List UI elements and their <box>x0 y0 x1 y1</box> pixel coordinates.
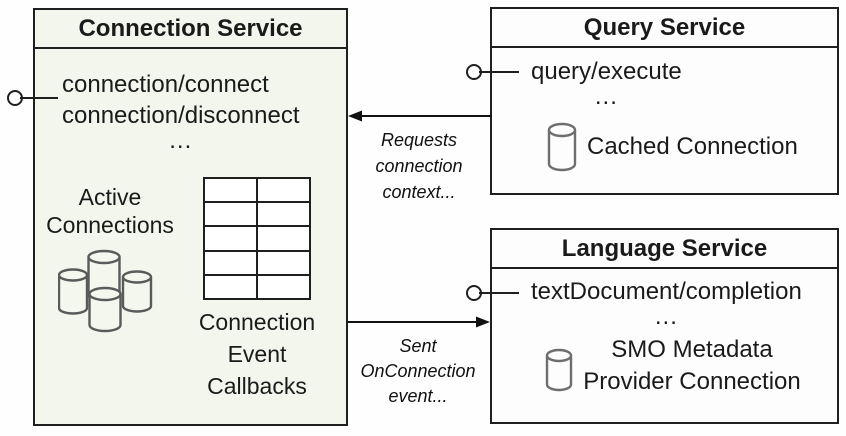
table-cell <box>258 179 309 202</box>
connection-event-callbacks-label: Connection Event Callbacks <box>182 306 332 402</box>
query-service-interface-line <box>479 71 519 73</box>
database-icon <box>545 348 573 392</box>
arrow-label-line: OnConnection <box>360 361 476 381</box>
arrow-label-line: Sent <box>399 336 437 356</box>
table-cell <box>205 203 256 226</box>
language-service-box: Language Service textDocument/completion… <box>490 228 839 424</box>
connection-service-interface-line <box>20 97 58 99</box>
language-service-interface-line <box>479 292 519 294</box>
callbacks-label-line: Event <box>227 341 287 367</box>
method-connection-connect: connection/connect <box>62 71 269 98</box>
sent-onconnection-event-label: Sent OnConnection event... <box>350 334 486 409</box>
table-cell <box>205 179 256 202</box>
method-query-execute: query/execute <box>531 58 682 85</box>
methods-ellipsis: ... <box>654 303 678 330</box>
active-connections-label-line: Active <box>78 184 142 210</box>
table-cell <box>258 203 309 226</box>
methods-ellipsis: ... <box>169 127 193 154</box>
connection-service-box: Connection Service connection/connect co… <box>33 8 348 426</box>
callbacks-label-line: Connection <box>198 309 316 335</box>
connection-service-methods: connection/connect connection/disconnect… <box>62 69 300 154</box>
arrow-label-line: context... <box>382 182 456 202</box>
methods-ellipsis: ... <box>594 83 618 110</box>
connection-service-title: Connection Service <box>35 10 346 49</box>
callbacks-label-line: Callbacks <box>207 373 307 399</box>
arrow-label-line: Requests <box>380 130 458 150</box>
requests-connection-context-arrow <box>348 110 492 122</box>
table-cell <box>258 275 309 298</box>
active-connections-label: Active Connections <box>40 183 180 239</box>
table-cell <box>205 275 256 298</box>
sent-onconnection-event-arrow <box>348 316 490 328</box>
cached-connection-label: Cached Connection <box>587 133 798 160</box>
callback-table-icon <box>203 177 311 300</box>
language-service-title: Language Service <box>492 230 837 269</box>
active-connections-label-line: Connections <box>46 212 174 238</box>
table-cell <box>205 251 256 274</box>
arrow-label-line: event... <box>388 386 448 406</box>
requests-connection-context-label: Requests connection context... <box>352 127 486 205</box>
method-textdocument-completion: textDocument/completion <box>531 278 802 305</box>
smo-label-line: SMO Metadata <box>611 336 773 363</box>
query-service-title: Query Service <box>492 9 837 48</box>
language-service-methods: textDocument/completion ... <box>531 276 802 330</box>
smo-metadata-provider-connection-label: SMO Metadata Provider Connection <box>570 334 814 398</box>
table-cell <box>258 227 309 250</box>
query-service-methods: query/execute ... <box>531 56 682 110</box>
table-cell <box>205 227 256 250</box>
arrow-label-line: connection <box>375 156 463 176</box>
table-cell <box>258 251 309 274</box>
method-connection-disconnect: connection/disconnect <box>62 102 300 129</box>
database-cluster-icon <box>58 249 153 333</box>
database-icon <box>547 122 577 172</box>
query-service-box: Query Service query/execute ... Cached C… <box>490 7 839 195</box>
smo-label-line: Provider Connection <box>583 368 801 395</box>
